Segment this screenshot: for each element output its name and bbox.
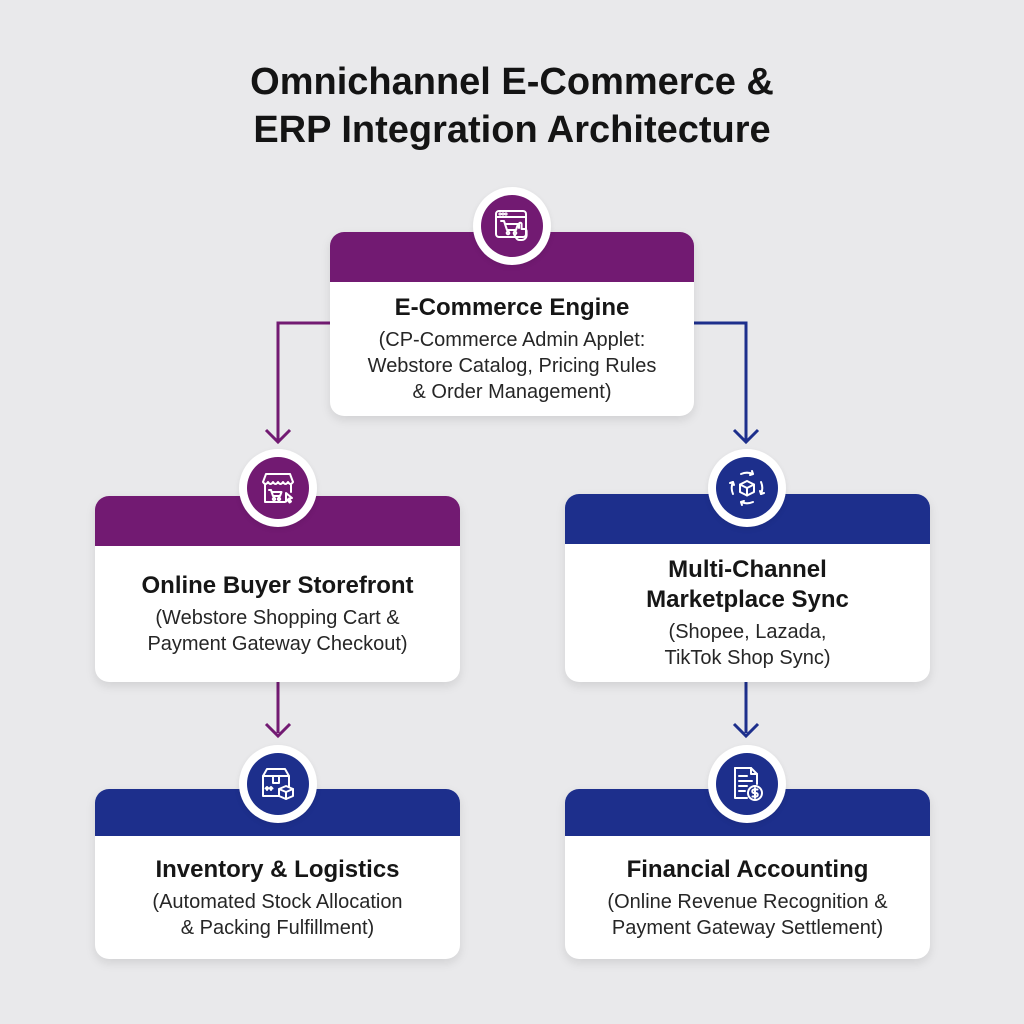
storefront-card: Online Buyer Storefront (Webstore Shoppi… xyxy=(95,496,460,682)
engine-desc-line-2: Webstore Catalog, Pricing Rules xyxy=(367,355,657,377)
title-line-1: Omnichannel E-Commerce & xyxy=(250,61,774,103)
storefront-heading: Online Buyer Storefront xyxy=(141,572,414,599)
inventory-desc-line-1: (Automated Stock Allocation xyxy=(152,890,403,913)
web-shopping-cart-icon xyxy=(495,210,528,241)
connector-engine-to-marketplace xyxy=(694,321,748,440)
marketplace-description: (Shopee, Lazada, TikTok Shop Sync) xyxy=(665,619,831,671)
connector-engine-to-storefront xyxy=(276,321,330,440)
sync-box-icon xyxy=(729,470,765,506)
inventory-description: (Automated Stock Allocation & Packing Fu… xyxy=(152,889,402,941)
invoice-dollar-icon xyxy=(734,767,763,801)
marketplace-heading: Multi-Channel Marketplace Sync xyxy=(646,555,849,615)
engine-desc-line-3: & Order Management) xyxy=(412,381,612,403)
marketplace-heading-line-1: Multi-Channel xyxy=(668,556,827,583)
marketplace-desc-line-1: (Shopee, Lazada, xyxy=(668,621,827,643)
accounting-description: (Online Revenue Recognition & Payment Ga… xyxy=(607,889,887,941)
inventory-heading: Inventory & Logistics xyxy=(155,855,400,883)
storefront-description: (Webstore Shopping Cart & Payment Gatewa… xyxy=(147,605,407,657)
marketplace-heading-line-2: Marketplace Sync xyxy=(646,586,849,613)
engine-desc-line-1: (CP-Commerce Admin Applet: xyxy=(378,329,646,351)
arrowhead-accounting xyxy=(732,722,760,739)
storefront-desc-line-2: Payment Gateway Checkout) xyxy=(147,633,408,655)
accounting-card: Financial Accounting (Online Revenue Rec… xyxy=(565,789,930,959)
inventory-icon-badge xyxy=(239,745,317,823)
diagram-title: Omnichannel E-Commerce & ERP Integration… xyxy=(0,58,1024,154)
package-icon xyxy=(262,768,294,800)
storefront-icon-badge xyxy=(239,449,317,527)
engine-description: (CP-Commerce Admin Applet: Webstore Cata… xyxy=(368,327,657,405)
accounting-icon-badge xyxy=(708,745,786,823)
arrowhead-marketplace xyxy=(732,428,760,445)
accounting-desc-line-2: Payment Gateway Settlement) xyxy=(611,916,884,939)
engine-icon-badge xyxy=(473,187,551,265)
marketplace-desc-line-2: TikTok Shop Sync) xyxy=(664,647,831,669)
arrowhead-storefront xyxy=(264,428,292,445)
arrowhead-inventory xyxy=(264,722,292,739)
accounting-desc-line-1: (Online Revenue Recognition & xyxy=(607,890,888,913)
accounting-heading: Financial Accounting xyxy=(626,855,869,883)
storefront-desc-line-1: (Webstore Shopping Cart & xyxy=(155,607,400,629)
engine-heading: E-Commerce Engine xyxy=(394,294,630,321)
storefront-icon xyxy=(262,473,294,504)
title-line-2: ERP Integration Architecture xyxy=(253,109,771,151)
marketplace-icon-badge xyxy=(708,449,786,527)
inventory-desc-line-2: & Packing Fulfillment) xyxy=(180,916,375,939)
